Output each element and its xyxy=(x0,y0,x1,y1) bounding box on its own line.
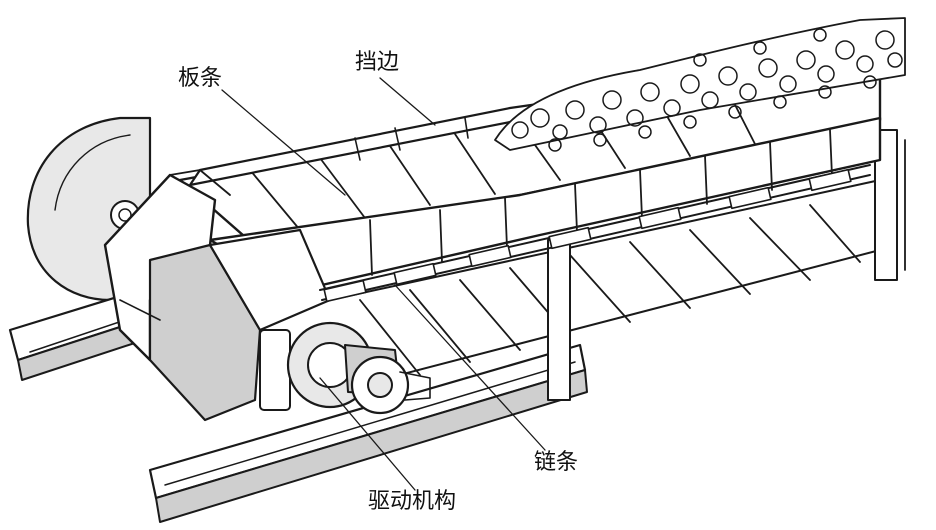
chain xyxy=(319,164,871,303)
support-legs xyxy=(547,129,906,401)
lower-rail xyxy=(148,343,588,523)
label-slat: 板条 xyxy=(178,66,223,91)
head-frame xyxy=(103,169,332,422)
leader-drive xyxy=(319,377,416,491)
leader-lines xyxy=(221,77,546,491)
label-chain: 链条 xyxy=(534,450,579,475)
leader-side-wall xyxy=(379,77,436,126)
leader-chain xyxy=(394,284,546,451)
label-drive: 驱动机构 xyxy=(368,489,457,514)
drive-mechanism xyxy=(259,321,431,415)
bulk-material xyxy=(494,17,906,152)
leader-slat xyxy=(221,89,346,196)
return-slats xyxy=(329,179,881,381)
label-side-wall: 挡边 xyxy=(355,50,400,75)
